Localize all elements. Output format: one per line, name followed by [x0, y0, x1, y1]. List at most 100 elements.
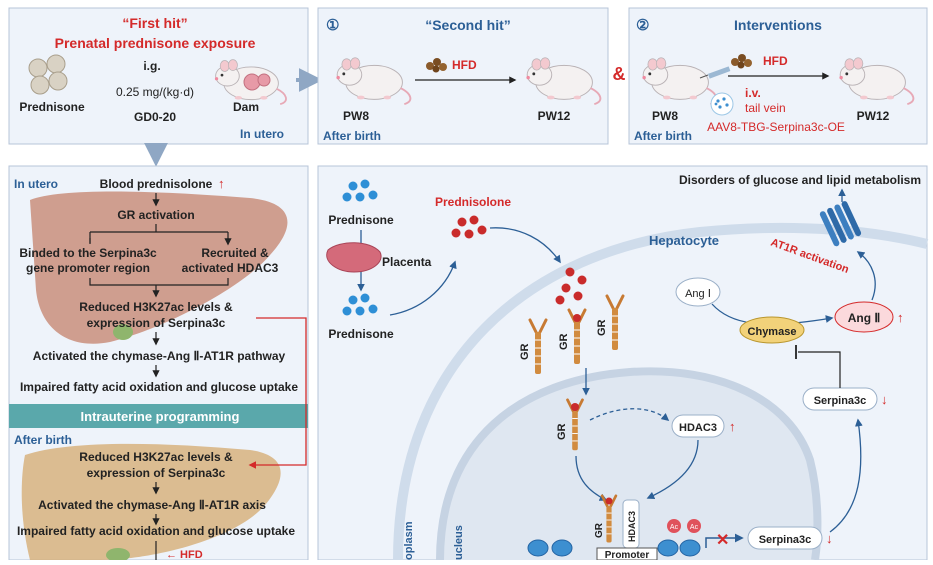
to-promoter-arrow-2 [646, 439, 699, 499]
gr-label-1: GR [519, 343, 531, 360]
gr-label-2: GR [558, 333, 570, 350]
serpina3c-nucleus-down: ↓ [826, 531, 833, 546]
gd-label: GD0-20 [134, 110, 176, 124]
cytoplasm-label: oplasm [403, 521, 415, 560]
conversion-arrow [389, 260, 457, 316]
prednisone-pills-icon [28, 54, 68, 95]
hdac3-dashed-arrow [589, 408, 670, 421]
left-after-birth: After birth [14, 433, 72, 447]
interv-after-birth: After birth [634, 129, 692, 143]
reduced-line3: Reduced H3K27ac levels & [79, 450, 233, 464]
liver-icon-top [30, 191, 288, 344]
left-hfd: ← HFD [166, 549, 203, 560]
ang2-up-arrow: ↑ [897, 310, 904, 325]
reduced-line2: expression of Serpina3c [87, 316, 226, 330]
blood-up-arrow: ↑ [218, 176, 225, 191]
hdac3-vertical-label: HDAC3 [627, 511, 637, 542]
gr-label-5: GR [594, 522, 605, 538]
interv-hfd-food-icon [731, 54, 752, 69]
ac-label-1: Ac [670, 524, 679, 531]
binded-line1: Binded to the Serpina3c [19, 246, 157, 260]
activated-axis: Activated the chymase-Ang Ⅱ-AT1R axis [38, 498, 266, 512]
ang2-label: Ang Ⅱ [848, 311, 881, 325]
at1r-receptor-icon [819, 201, 862, 247]
flow-split [89, 224, 229, 243]
acetyl-mark-icons [667, 519, 701, 533]
interventions-title: Interventions [734, 17, 822, 33]
prednisolone-inside-icon [555, 267, 587, 305]
gr-label-3: GR [596, 319, 608, 336]
impaired-uptake: Impaired fatty acid oxidation and glucos… [17, 524, 295, 538]
second-pw8-label: PW8 [343, 109, 369, 123]
second-pw12-label: PW12 [538, 109, 571, 123]
recruited-line2: activated HDAC3 [182, 261, 279, 275]
hdac3-up-arrow: ↑ [729, 419, 736, 434]
transcription-block-icon: ✕ [716, 532, 729, 549]
activated-pathway: Activated the chymase-Ang Ⅱ-AT1R pathway [33, 349, 286, 363]
ang2-to-at1r [856, 251, 876, 301]
nucleus-label: ucleus [453, 525, 465, 560]
gr-active-ligand-icon [571, 403, 579, 411]
serpina3c-down: ↓ [881, 392, 888, 407]
serpina3c-nucleus-pill [747, 526, 823, 550]
chymase-label: Chymase [748, 326, 797, 338]
interv-pw8-label: PW8 [652, 109, 678, 123]
aav-label: AAV8-TBG-Serpina3c-OE [707, 120, 845, 134]
serpina3c-label: Serpina3c [814, 395, 867, 407]
in-utero-label: In utero [240, 127, 284, 141]
iv-label: i.v. [745, 86, 761, 100]
ampersand: & [613, 64, 626, 84]
tail-vein-label: tail vein [745, 101, 786, 115]
programming-label: Intrauterine programming [81, 409, 240, 424]
prednisone-top-label: Prednisone [328, 213, 394, 227]
ang1-pill [675, 277, 721, 307]
programming-bar [9, 404, 308, 428]
transcription-arrow [705, 533, 744, 548]
gallbladder-icon [113, 324, 133, 340]
prednisone-molecule-icon [342, 179, 378, 202]
entry-arrow [489, 227, 561, 264]
syringe-icon [699, 66, 731, 79]
nucleosome-icons [527, 539, 701, 557]
interv-pw12-label: PW12 [857, 109, 890, 123]
interv-hfd: HFD [763, 54, 788, 68]
gallbladder-icon-2 [106, 548, 130, 562]
red-programming-connector [248, 317, 307, 469]
second-hit-title: “Second hit” [425, 17, 511, 33]
placenta-label: Placenta [382, 255, 432, 269]
recruited-line1: Recruited & [201, 246, 269, 260]
gr-label-4: GR [556, 423, 568, 440]
gr-activation: GR activation [117, 208, 194, 222]
gr-ligand-icon [573, 314, 581, 322]
left-in-utero: In utero [14, 177, 58, 191]
prednisolone-molecule-icon [451, 215, 487, 239]
serpina3c-inhibit [798, 351, 841, 388]
hdac3-label: HDAC3 [679, 422, 717, 434]
liver-icon-bottom [21, 443, 281, 560]
ang2-pill [834, 301, 894, 333]
nucleus-membrane [436, 367, 822, 561]
binded-line2: gene promoter region [26, 261, 150, 275]
aav-virus-icon [710, 92, 734, 116]
prednisone-molecule-icon-2 [342, 293, 378, 316]
prednisolone-label: Prednisolone [435, 195, 511, 209]
interventions-number: ② [636, 17, 649, 34]
ig-label: i.g. [143, 59, 160, 73]
flow-split-arrows [89, 238, 228, 244]
second-hit-hfd: HFD [452, 58, 477, 72]
flow-merge [89, 278, 229, 296]
prednisone-label: Prednisone [19, 100, 85, 114]
second-hit-number: ① [326, 17, 339, 34]
reduced-line4: expression of Serpina3c [87, 466, 226, 480]
prenatal-exposure-title: Prenatal prednisone exposure [55, 35, 256, 51]
serpina3c-nucleus-label: Serpina3c [759, 534, 812, 546]
ang1-label: Ang Ⅰ [685, 288, 711, 300]
first-hit-title: “First hit” [122, 15, 187, 31]
gr-promoter-ligand-icon [605, 497, 613, 505]
embryo-icon [243, 73, 271, 91]
dam-label: Dam [233, 100, 259, 114]
dose-label: 0.25 mg/(kg·d) [116, 85, 194, 99]
promoter-label: Promoter [605, 550, 650, 560]
serpina3c-export-arrow [829, 418, 863, 533]
